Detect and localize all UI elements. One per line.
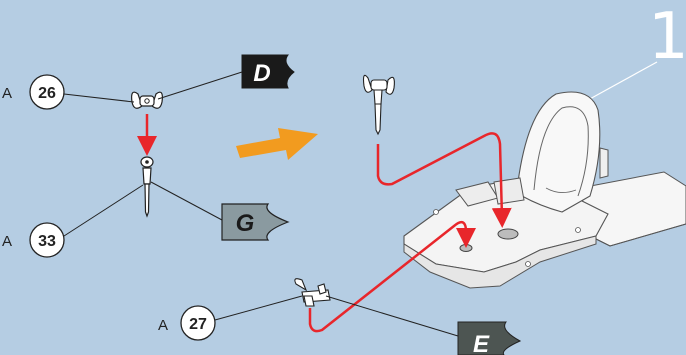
leader-line — [150, 181, 223, 221]
part-number: 26 — [38, 85, 56, 102]
wing-clip-part — [131, 91, 163, 109]
leader-line — [214, 295, 303, 321]
part-number: 27 — [189, 316, 207, 333]
flag-g: G — [150, 181, 290, 241]
flag-d: D — [157, 54, 295, 100]
part-prefix: A — [158, 317, 168, 334]
part-prefix: A — [2, 233, 12, 250]
wing-clip-part-right — [362, 74, 395, 136]
seat-shell — [493, 91, 609, 213]
part-callout-a27: A 27 — [158, 295, 303, 341]
flag-letter: G — [236, 210, 255, 237]
part-prefix: A — [2, 85, 12, 102]
step-leader-line — [587, 61, 658, 101]
leader-line — [325, 295, 459, 337]
leader-line — [63, 184, 144, 237]
part-number: 33 — [38, 233, 56, 250]
step-number: 1 — [648, 0, 686, 74]
leader-line — [63, 93, 135, 103]
flag-e: E — [325, 295, 522, 355]
flag-letter: D — [253, 60, 270, 87]
step-indicator: 1 — [587, 0, 686, 101]
flag-letter: E — [473, 331, 490, 355]
direction-arrow — [236, 128, 318, 160]
part-callout-a33: A 33 — [2, 184, 144, 258]
leader-line — [157, 71, 243, 100]
insert-path-bottom — [308, 220, 476, 333]
latch-part — [294, 278, 331, 307]
part-callout-a26: A 26 — [2, 74, 135, 110]
insert-path-top — [376, 132, 512, 228]
pin-part — [140, 156, 154, 218]
